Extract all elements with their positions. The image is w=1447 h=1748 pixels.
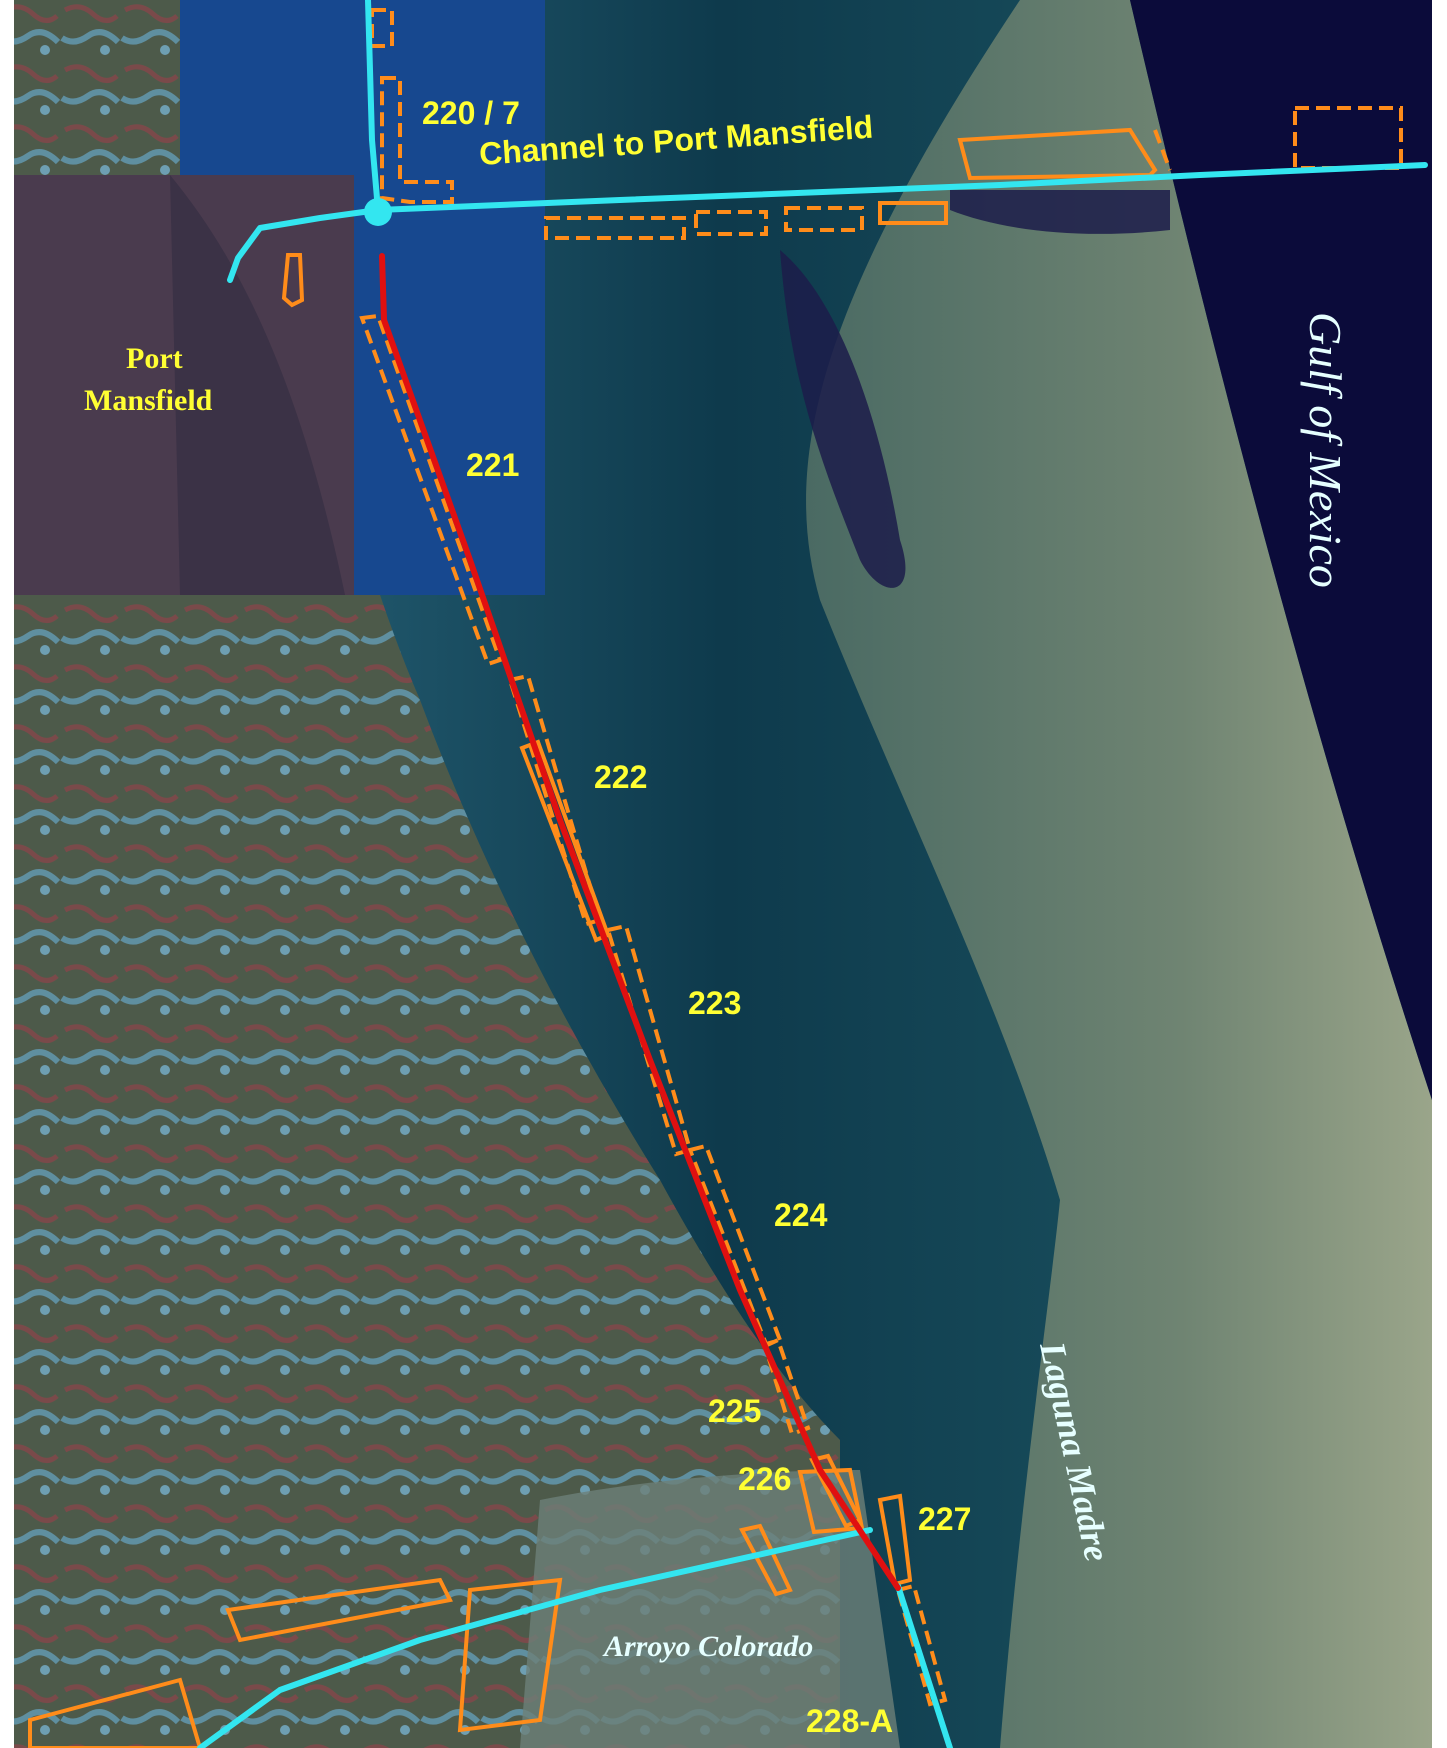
arroyo-colorado-channel [197,1527,873,1748]
placement-area [1153,129,1172,171]
arroyo-colorado-label: Arroyo Colorado [602,1630,813,1663]
segment-228a-label: 228-A [806,1703,893,1739]
placement-area [878,201,948,225]
placement-area [225,1577,453,1643]
placement-area [380,76,454,204]
channel-to-port-mansfield [375,162,1428,213]
segment-226-label: 226 [738,1461,791,1497]
placement-area [877,1493,913,1587]
placement-area [694,210,768,236]
highlighted-waterway-reach [379,253,901,1591]
placement-area [359,313,503,667]
placement-area [544,216,686,240]
placement-area [762,1337,811,1437]
placement-area [507,673,603,927]
segment-225-label: 225 [708,1393,761,1429]
placement-area [370,8,394,48]
segment-224-label: 224 [774,1197,828,1233]
placement-area [28,1677,203,1748]
placement-area [957,127,1158,181]
segment-221-label: 221 [466,447,519,483]
segment-227-label: 227 [918,1501,971,1537]
placement-area [687,1143,783,1347]
segment-222-label: 222 [594,759,647,795]
port-mansfield-harbor-channel [227,207,381,283]
placement-area [281,253,305,308]
base-imagery [14,0,1432,1748]
gulf-intracoastal-waterway-north [365,0,381,213]
placement-area [605,923,693,1157]
placement-area [457,1577,563,1733]
channel-junction [364,198,392,226]
gulf-intracoastal-waterway-south [895,1583,953,1748]
placement-area [895,1583,948,1707]
port-mansfield-label-line2: Mansfield [84,384,213,417]
port-mansfield-label-line1: Port [126,342,183,375]
segment-223-label: 223 [688,985,741,1021]
channel-number-label: 220 / 7 [422,95,520,131]
gulf-of-mexico-label: Gulf of Mexico [1300,312,1351,588]
placement-area [797,1467,865,1535]
placement-area [784,206,864,232]
placement-area [739,1523,793,1597]
waterways [197,0,1428,1748]
